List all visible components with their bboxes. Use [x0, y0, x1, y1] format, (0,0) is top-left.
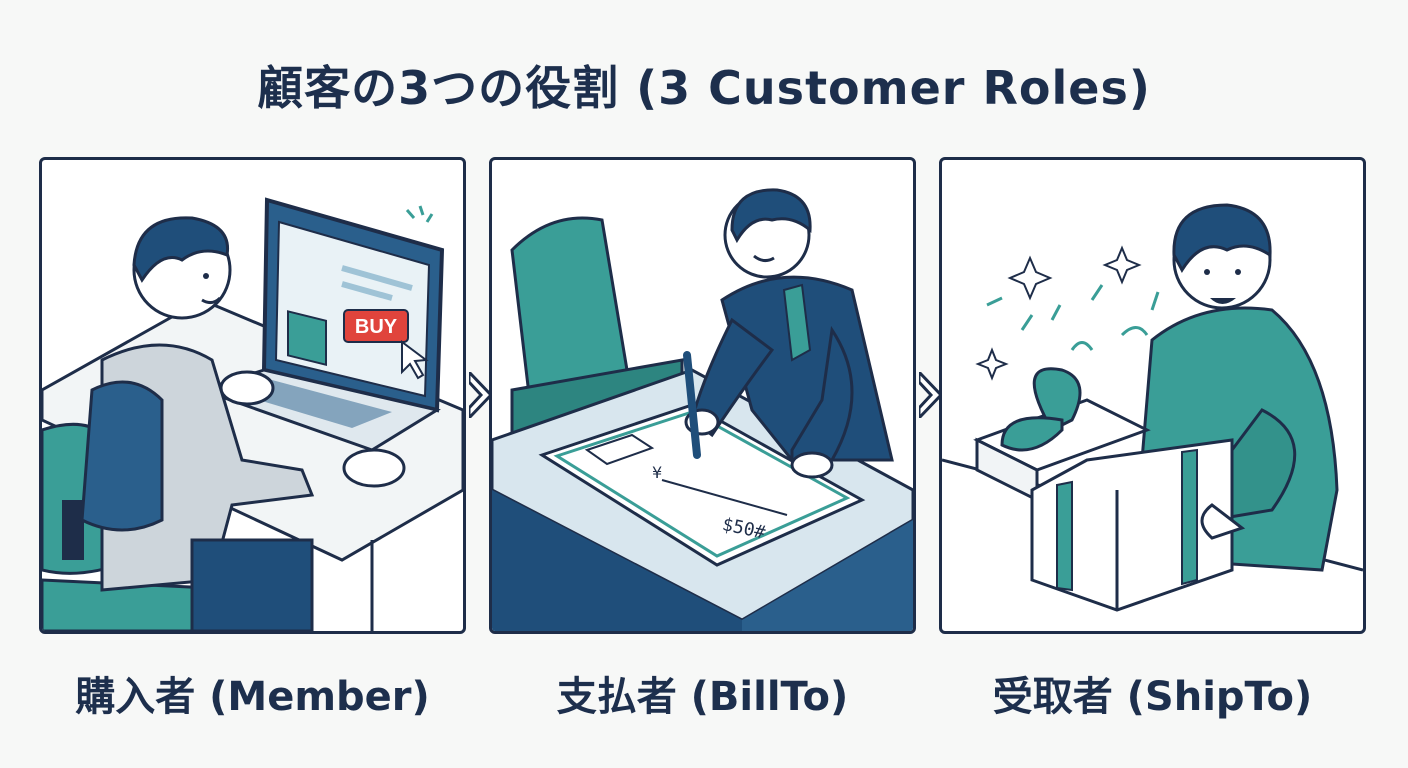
pen-icon: [683, 351, 701, 459]
member-panel: BUY: [39, 157, 466, 634]
billto-caption: 支払者 (BillTo): [556, 674, 849, 720]
payer-illustration: ¥ $50#: [492, 188, 913, 631]
shipto-panel: [939, 157, 1366, 634]
gift-box-icon: [973, 367, 1246, 612]
diagram-title: 顧客の3つの役割 (3 Customer Roles): [257, 61, 1151, 115]
buyer-illustration: BUY: [42, 197, 463, 631]
cursor-icon: [401, 340, 429, 380]
backpack-icon: [80, 380, 164, 532]
check-icon: ¥ $50#: [538, 403, 866, 567]
check-symbol: ¥: [652, 463, 662, 482]
buy-label: BUY: [355, 316, 398, 338]
receiver-illustration: [942, 203, 1363, 612]
laptop-icon: BUY: [197, 197, 445, 452]
ribbon-bow: [1032, 367, 1082, 432]
member-caption: 購入者 (Member): [75, 674, 430, 720]
buyer-person: [80, 216, 406, 631]
billto-panel: ¥ $50#: [489, 157, 916, 634]
shipto-caption: 受取者 (ShipTo): [992, 674, 1313, 720]
confetti: [986, 284, 1160, 351]
businessman-person: [683, 188, 894, 479]
buy-button: BUY: [343, 309, 409, 343]
